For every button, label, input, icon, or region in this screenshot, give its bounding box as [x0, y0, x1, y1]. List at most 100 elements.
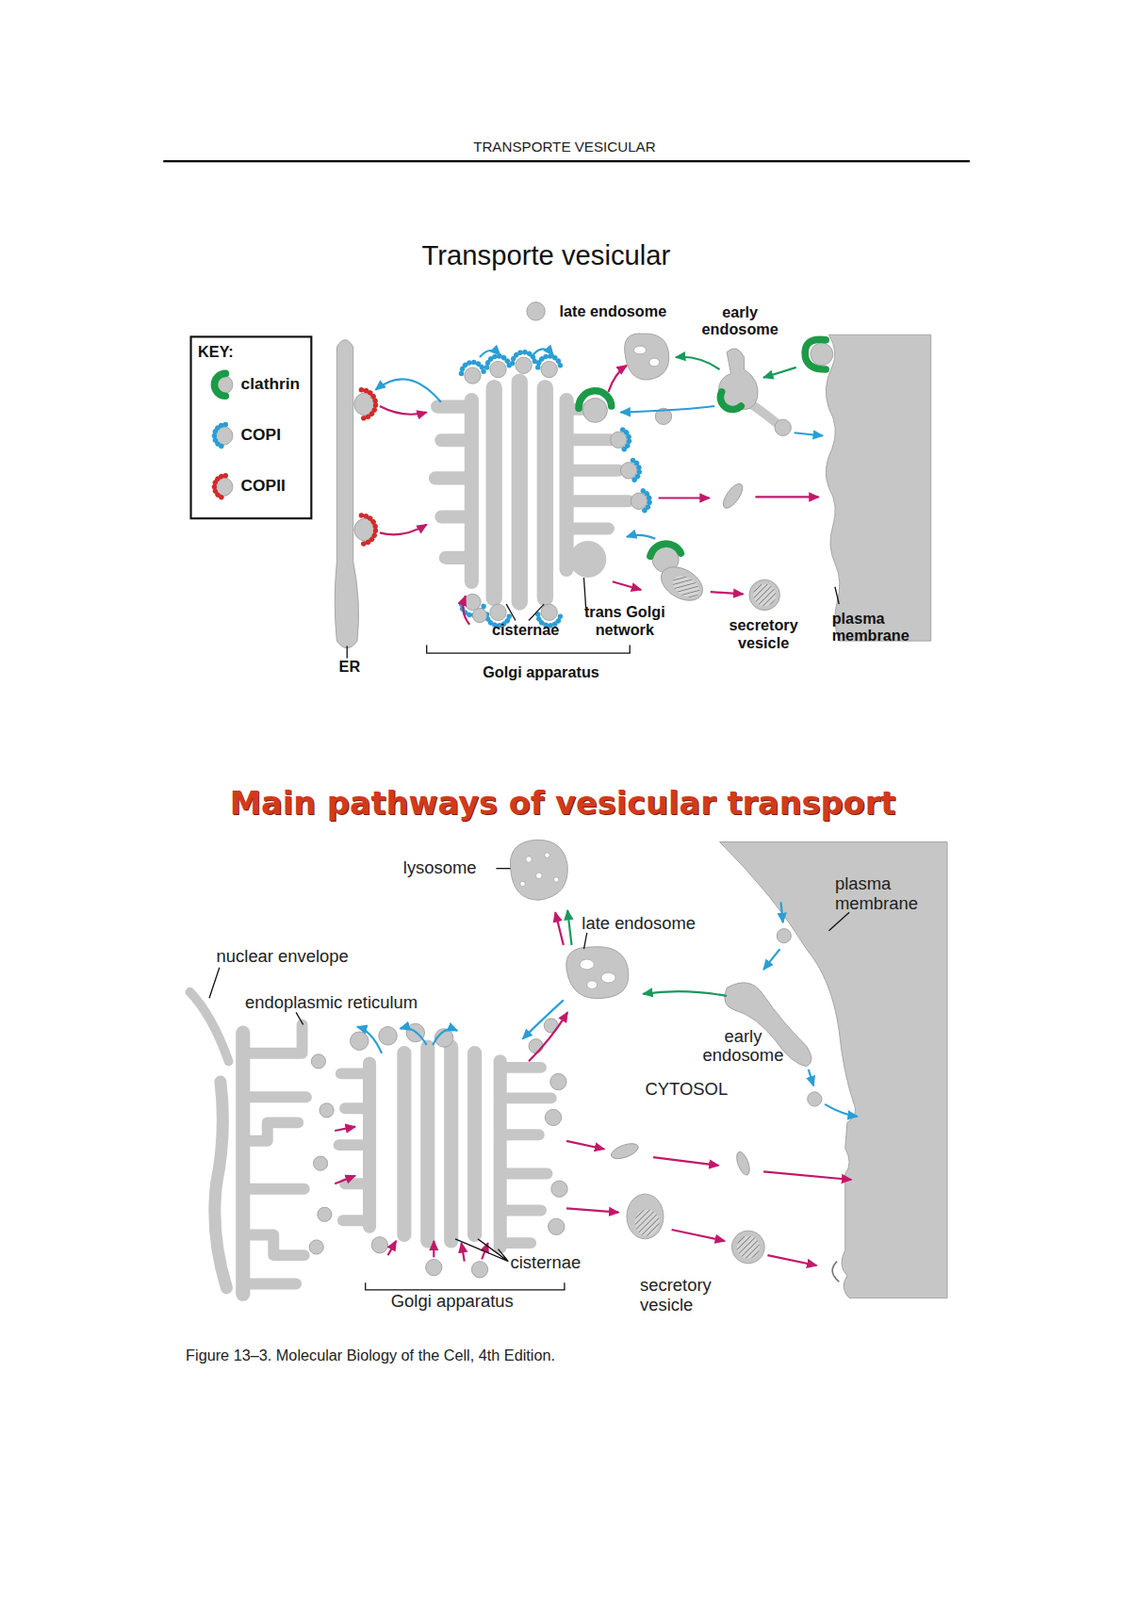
endosome-vesicle [634, 345, 647, 355]
clathrin-bud [582, 397, 607, 423]
organelle-name: early endosome [693, 1027, 792, 1066]
leader-line [506, 604, 516, 621]
recycling-arrow [794, 432, 823, 436]
legend-swatch [213, 373, 226, 396]
organelle-name: plasma membrane [832, 610, 927, 645]
plasma-membrane [825, 334, 931, 641]
copi-bud [610, 431, 627, 448]
retrograde-arrow [479, 350, 501, 358]
cisterna [511, 373, 528, 610]
retrieval-arrow [523, 999, 564, 1039]
figure-caption: Figure 13–3. Molecular Biology of the Ce… [185, 1347, 556, 1365]
tgn-finger [563, 433, 617, 446]
lysosome [509, 839, 568, 901]
retrograde-arrow [532, 348, 554, 355]
copi-bud [490, 604, 507, 621]
retrograde-arrow [432, 1029, 458, 1046]
transport-arrow [388, 1241, 397, 1256]
copi-coat [622, 429, 630, 451]
transport-arrow [607, 365, 626, 393]
transport-arrow [528, 1012, 568, 1062]
copi-bud [620, 462, 637, 479]
region-name: CYTOSOL [644, 1080, 728, 1100]
vesicle [471, 1262, 488, 1279]
anterograde-arrow [379, 406, 427, 415]
copi-bud [540, 360, 558, 377]
vesicle [319, 1103, 334, 1118]
vesicle [312, 1156, 328, 1171]
vesicle [311, 1054, 326, 1069]
legend-swatches [213, 373, 226, 498]
legend-text: COPII [241, 476, 286, 495]
granule-content [635, 1209, 660, 1236]
immature-granule [655, 559, 708, 607]
legend-text: COPI [241, 426, 281, 444]
copi-bud [515, 357, 532, 374]
clathrin-coat [650, 543, 681, 557]
coated-pit [810, 343, 834, 366]
transport-arrow [658, 496, 710, 499]
vesicle [378, 1027, 397, 1046]
organelle-name: early endosome [699, 304, 782, 339]
endosome-vesicle [579, 959, 594, 970]
transport-arrow [566, 1141, 605, 1150]
leader-line [209, 967, 220, 999]
organelle-name: ER [339, 658, 361, 676]
endosome-vesicle [649, 358, 660, 367]
transport-arrow [612, 581, 641, 591]
cis-golgi-finger [428, 471, 476, 485]
vesicle [371, 1237, 388, 1254]
vesicle [720, 480, 747, 511]
figure-title: Transporte vesicular [382, 240, 710, 272]
retrograde-arrow [400, 1028, 427, 1046]
retrograde-arrow [357, 1027, 382, 1054]
er-tubule [243, 1024, 303, 1053]
organelle-name: Golgi apparatus [391, 1292, 514, 1312]
vesicle [734, 1150, 753, 1178]
copi-bud [630, 492, 647, 509]
lysosome-content [525, 856, 532, 863]
leader-line [828, 912, 850, 931]
transport-arrow [432, 1241, 435, 1258]
figure-title: Main pathways of vesicular transport [229, 786, 897, 822]
lysosome-content [544, 852, 550, 858]
organelle-name: endoplasmic reticulum [245, 993, 418, 1014]
granule-content [737, 1236, 760, 1260]
organelle-name: secretory vesicle [720, 617, 808, 652]
vesicle [426, 1259, 443, 1276]
lysosome-content [520, 881, 525, 886]
late-endosome [624, 333, 670, 380]
cis-golgi-finger [434, 433, 476, 447]
transport-arrow [566, 1208, 619, 1213]
cis-golgi-finger [339, 1073, 370, 1221]
vesicle [544, 1109, 561, 1126]
vesicle [807, 1092, 822, 1107]
granule-content [669, 572, 704, 603]
organelle-name: late endosome [581, 913, 696, 934]
vesicle [776, 929, 791, 944]
bracket [365, 1282, 565, 1291]
header-rule [163, 160, 970, 163]
er-tubule [243, 1183, 305, 1196]
transport-arrow [555, 912, 564, 946]
endocytosis-arrow [763, 367, 797, 378]
leader-line [835, 587, 839, 605]
granule-content [753, 583, 776, 607]
copi-bud [464, 593, 481, 610]
vesicle [608, 1140, 640, 1163]
key-heading: KEY: [197, 344, 234, 361]
transport-arrow [754, 495, 819, 498]
copii-coat [360, 515, 376, 544]
cisterna [404, 1047, 476, 1242]
er-tubule [243, 1122, 298, 1141]
clathrin-coat [804, 339, 826, 370]
er-tubule [243, 1278, 296, 1290]
cisterna [537, 379, 554, 607]
leader-line [528, 604, 544, 621]
early-endosome [718, 348, 758, 410]
organelle-name: late endosome [559, 303, 668, 321]
retrieval-arrow [626, 535, 656, 540]
cis-golgi-finger [430, 400, 477, 414]
vesicle [309, 1240, 324, 1255]
vesicle [774, 419, 791, 436]
